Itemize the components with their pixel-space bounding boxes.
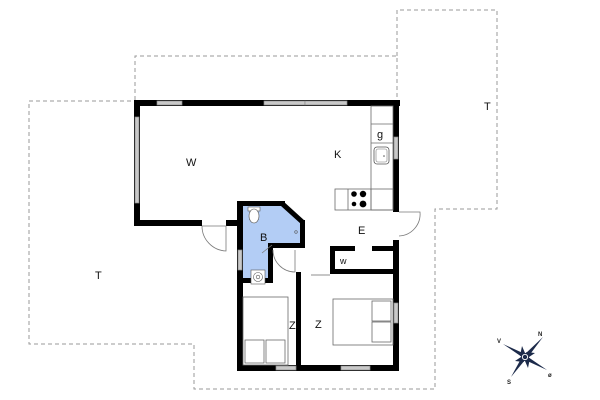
room-label-storage: g	[377, 129, 383, 141]
doors	[201, 211, 421, 276]
bathroom-floor	[241, 205, 301, 278]
room-label-utility: w	[339, 256, 347, 266]
toilet-icon	[247, 206, 261, 224]
room-label-kitchen: K	[334, 149, 342, 161]
single-bed-icon	[242, 296, 289, 366]
compass-south: S	[507, 380, 511, 386]
room-label-entrance: E	[358, 225, 365, 237]
compass-west: V	[497, 339, 501, 345]
room-label-living: W	[186, 157, 197, 169]
room-label-bathroom: B	[260, 232, 267, 244]
compass-north: N	[538, 332, 542, 338]
terrace-label-left: T	[95, 270, 102, 282]
terrace-label-right: T	[484, 101, 491, 113]
room-label-bedroom-large: Z	[315, 319, 322, 331]
stove-icon	[351, 190, 367, 208]
terrace-outline-right	[28, 9, 498, 390]
double-bed-icon	[332, 298, 394, 346]
sink-icon	[373, 146, 390, 165]
room-label-bedroom-small: Z	[289, 320, 296, 332]
shower-drain-icon	[250, 269, 266, 285]
terrace-outline-top	[134, 55, 398, 100]
compass-rose-icon: N V ø S	[497, 332, 552, 386]
washbasin-tap-icon	[294, 230, 298, 234]
kitchen-counter	[334, 105, 394, 211]
windows	[134, 100, 399, 371]
compass-east: ø	[548, 373, 552, 379]
